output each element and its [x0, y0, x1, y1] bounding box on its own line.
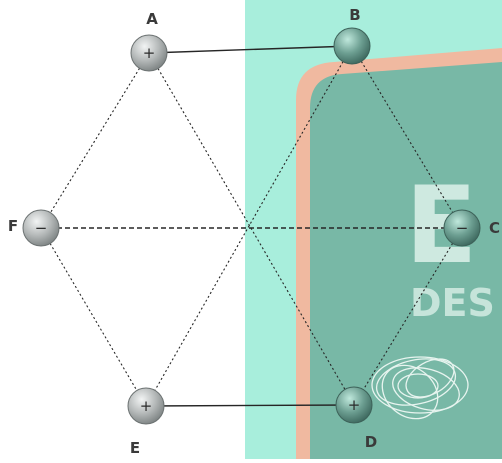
node-f: −F [8, 209, 60, 247]
edge-b-c [351, 45, 463, 229]
node-label-c: C [489, 219, 500, 237]
edge-a-f [40, 52, 150, 229]
edge-f-e [40, 227, 147, 407]
sphere-d [335, 386, 373, 424]
edge-a-b [148, 45, 353, 54]
sphere-a [130, 34, 168, 72]
node-label-b: B [349, 6, 360, 24]
edge-c-d [353, 227, 463, 406]
sphere-b [333, 27, 371, 65]
edge-b-e [145, 45, 353, 407]
charge-sign-d: + [348, 396, 361, 414]
charge-sign-f: − [35, 219, 48, 237]
sphere-e [127, 387, 165, 425]
node-b: B [333, 6, 371, 65]
panel-word: DES [410, 281, 495, 325]
node-label-a: A [146, 10, 158, 28]
background-art: E DES [245, 0, 502, 459]
node-label-d: D [365, 433, 377, 451]
node-a: +A [130, 10, 168, 72]
card-panel [310, 62, 502, 459]
sphere-c [443, 209, 481, 247]
edge-e-d [145, 404, 355, 407]
edge-layer [40, 45, 463, 407]
node-label-f: F [8, 217, 18, 235]
node-label-e: E [130, 439, 140, 457]
charge-sign-c: − [456, 219, 469, 237]
scribble-doodle [371, 356, 469, 420]
charge-sign-a: + [143, 44, 156, 62]
edge-a-d [148, 52, 355, 406]
sphere-f [22, 209, 60, 247]
node-c: −C [443, 209, 500, 247]
charge-sign-e: + [140, 397, 153, 415]
node-e: +E [127, 387, 165, 457]
node-d: +D [335, 386, 377, 451]
